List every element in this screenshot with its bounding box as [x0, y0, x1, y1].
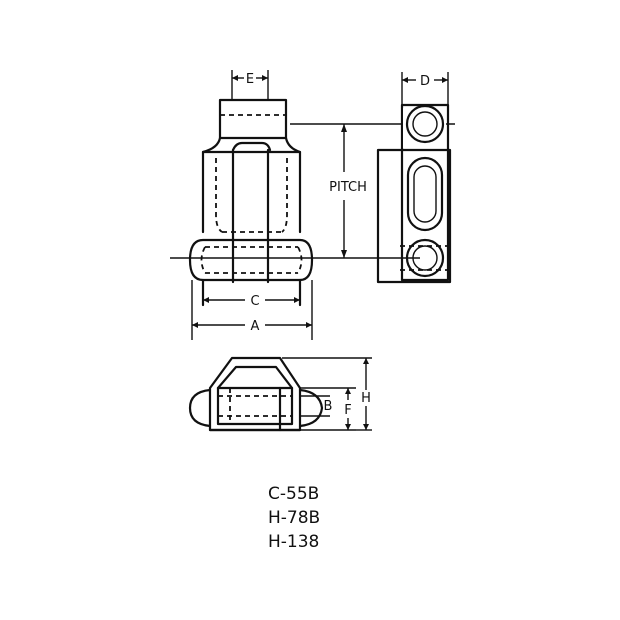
label-pitch: PITCH [329, 180, 367, 195]
part-number: C-55B [268, 484, 320, 504]
dimension-a: A [191, 280, 313, 340]
label-f: F [344, 403, 351, 418]
side-view [376, 103, 452, 284]
dimension-b: B [300, 395, 333, 417]
label-b: B [324, 399, 333, 414]
label-e: E [246, 72, 254, 87]
bottom-view [188, 356, 324, 432]
front-view [170, 98, 455, 307]
label-d: D [420, 74, 430, 89]
dimension-c: C [203, 294, 300, 309]
dimension-d: D [401, 72, 449, 105]
part-number: H-78B [268, 508, 321, 528]
part-number: H-138 [268, 532, 320, 552]
dimension-e: E [231, 70, 269, 100]
dimension-f: F [300, 387, 356, 431]
label-a: A [251, 319, 260, 334]
dimension-h: H [282, 357, 372, 431]
part-number-list: C-55B H-78B H-138 [268, 482, 320, 554]
dimension-pitch: PITCH [329, 124, 367, 258]
label-h: H [361, 391, 371, 406]
label-c: C [250, 294, 259, 309]
